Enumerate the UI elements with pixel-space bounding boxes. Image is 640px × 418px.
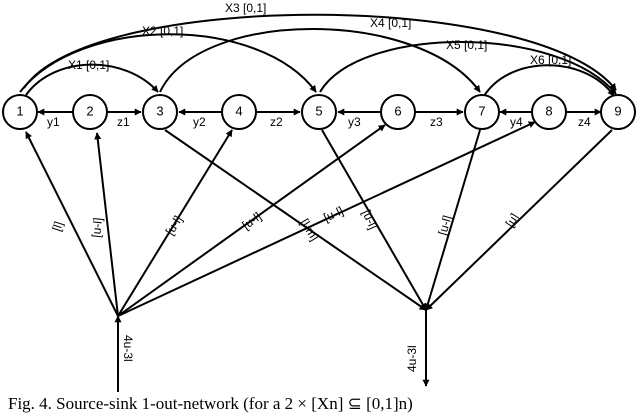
edge-source-2 bbox=[94, 132, 119, 317]
edge-5-sink bbox=[321, 129, 427, 311]
node-1: 1 bbox=[2, 94, 38, 130]
label-y1: y1 bbox=[47, 115, 60, 129]
label-x4: X4 [0,1] bbox=[370, 16, 411, 30]
edge-source-6 bbox=[117, 124, 386, 317]
edge-source-1 bbox=[25, 131, 119, 317]
label-source-6: [u-l] bbox=[240, 209, 264, 232]
arc-x3 bbox=[23, 13, 617, 91]
edge-source-8 bbox=[117, 121, 536, 317]
node-5: 5 bbox=[301, 94, 337, 130]
edge-9-sink bbox=[425, 129, 613, 311]
label-sink-9: [u] bbox=[503, 211, 522, 230]
node-3: 3 bbox=[142, 94, 178, 130]
svg-text:1: 1 bbox=[16, 103, 23, 118]
arc-x5 bbox=[319, 41, 617, 95]
node-7: 7 bbox=[464, 94, 500, 130]
label-x5: X5 [0,1] bbox=[446, 38, 487, 52]
label-y3: y3 bbox=[348, 115, 361, 129]
svg-text:5: 5 bbox=[315, 103, 322, 118]
label-z1: z1 bbox=[117, 115, 130, 129]
node-4: 4 bbox=[221, 94, 257, 130]
label-y2: y2 bbox=[193, 115, 206, 129]
node-6: 6 bbox=[380, 94, 416, 130]
arc-x6 bbox=[483, 64, 615, 97]
node-9: 9 bbox=[600, 94, 636, 130]
label-source-4: [u-l] bbox=[163, 213, 185, 237]
label-source-input: 4u-3l bbox=[121, 335, 135, 362]
svg-text:7: 7 bbox=[478, 103, 485, 118]
label-y4: y4 bbox=[510, 115, 523, 129]
arc-x1 bbox=[25, 63, 159, 96]
node-8: 8 bbox=[531, 94, 567, 130]
svg-text:2: 2 bbox=[86, 103, 93, 118]
svg-text:9: 9 bbox=[614, 103, 621, 118]
svg-text:4: 4 bbox=[235, 103, 242, 118]
label-z3: z3 bbox=[430, 115, 443, 129]
svg-text:8: 8 bbox=[545, 103, 552, 118]
node-2: 2 bbox=[72, 94, 108, 130]
label-sink-output: 4u-3l bbox=[405, 345, 419, 372]
label-sink-5: [u-l] bbox=[359, 208, 380, 232]
edge-3-sink bbox=[164, 129, 427, 311]
label-source-1: [l] bbox=[50, 220, 66, 233]
label-z2: z2 bbox=[270, 115, 283, 129]
label-source-8: [u-l] bbox=[321, 204, 345, 225]
label-x1: X1 [0,1] bbox=[68, 58, 109, 72]
label-x3: X3 [0,1] bbox=[225, 1, 266, 15]
label-source-2: [u-l] bbox=[89, 217, 105, 238]
arc-x4 bbox=[159, 28, 481, 93]
svg-text:3: 3 bbox=[156, 103, 163, 118]
label-z4: z4 bbox=[578, 115, 591, 129]
label-x6: X6 [0,1] bbox=[530, 53, 571, 67]
svg-text:6: 6 bbox=[394, 103, 401, 118]
edge-7-sink bbox=[424, 129, 481, 311]
figure-caption: Fig. 4. Source-sink 1-out-network (for a… bbox=[8, 394, 413, 413]
arc-x2 bbox=[19, 33, 317, 93]
edge-source-4 bbox=[117, 129, 233, 317]
label-x2: X2 [0,1] bbox=[142, 24, 183, 38]
label-sink-7: [u-l] bbox=[435, 214, 454, 237]
